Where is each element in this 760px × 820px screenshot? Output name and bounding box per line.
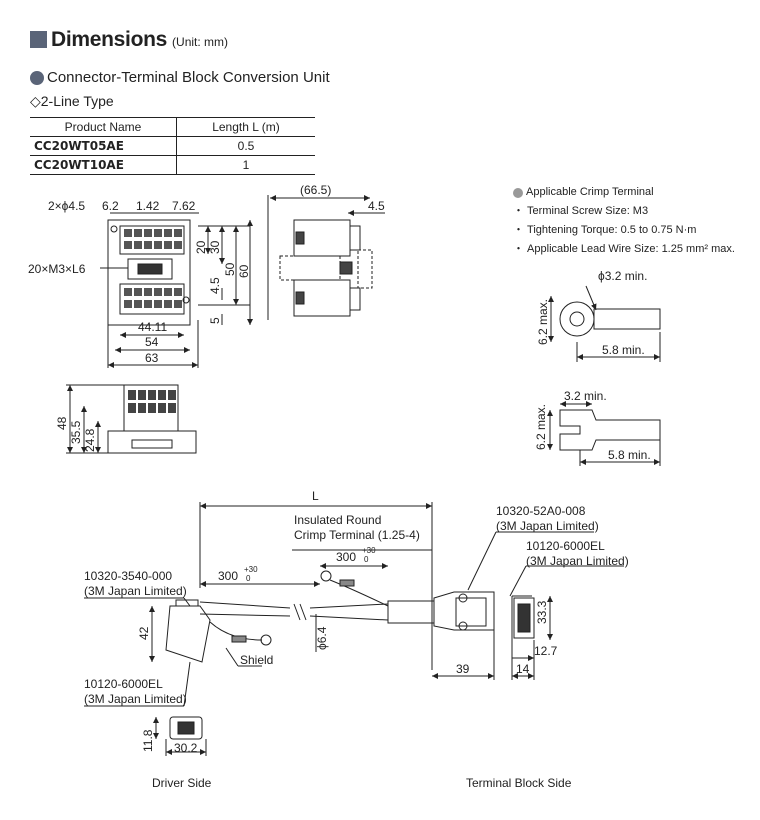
dim-48: 48 [55,416,69,430]
terminal-block-top-view [100,212,253,368]
conn4-part-number: 10120-6000EL [526,539,605,553]
product-table: Product Name Length L (m) CC20WT05AE 0.5… [30,117,315,175]
dim-142: 1.42 [136,199,160,213]
dim-58-fork: 5.8 min. [608,448,651,462]
dim-20: 20 [194,240,208,254]
dim-30: 30 [208,240,222,254]
conn3-part-number: 10320-52A0-008 [496,504,586,518]
dim-333: 33.3 [535,600,549,624]
heading-square-icon [30,31,47,48]
dim-300-right: 300 [336,550,356,564]
length-value: 1 [176,155,315,175]
crimp-note-item: ・ Tightening Torque: 0.5 to 0.75 N·m [513,224,697,236]
dim-62: 6.2 [102,199,119,213]
dim-60: 60 [237,264,251,278]
table-header: Length L (m) [176,117,315,137]
dim-phi32: ϕ3.2 min. [598,269,647,283]
cable-drawing [84,502,624,756]
crimp-note-item: ・ Applicable Lead Wire Size: 1.25 mm² ma… [513,243,735,255]
insulated-label-2: Crimp Terminal (1.25-4) [294,528,420,542]
dim-665: (66.5) [300,183,331,197]
fork-terminal-drawing [547,401,661,466]
table-row: CC20WT05AE 0.5 [30,136,315,156]
circle-bullet-icon [30,70,44,85]
dim-54: 54 [145,335,159,349]
dim-300-left: 300 [218,569,238,583]
dim-62max-fork: 6.2 max. [534,404,548,450]
tol-top-left: +30 [244,565,258,574]
dim-14: 14 [516,662,530,676]
section-title: Connector-Terminal Block Conversion Unit [47,69,330,86]
section-heading: Connector-Terminal Block Conversion Unit [30,69,330,86]
crimp-note-item: ・ Terminal Screw Size: M3 [513,205,649,217]
dim-4411: 44.11 [138,320,167,334]
dim-5: 5 [208,317,222,324]
dim-39: 39 [456,662,470,676]
crimp-notes-heading: Applicable Crimp Terminal [513,183,735,202]
heading-unit: (Unit: mm) [172,35,229,49]
tol-bot-left: 0 [246,574,251,583]
conn2-manufacturer: (3M Japan Limited) [84,692,187,706]
dim-45: 4.5 [208,277,222,294]
dim-2x-phi45: 2×ϕ4.5 [48,199,85,213]
dimensions-heading: Dimensions (Unit: mm) [30,28,228,52]
terminal-block-side-view [267,195,385,320]
conn1-manufacturer: (3M Japan Limited) [84,584,187,598]
terminal-block-front-view [66,384,197,454]
length-value: 0.5 [176,136,315,156]
grey-bullet-icon [513,187,523,198]
conn2-part-number: 10120-6000EL [84,677,163,691]
dim-118: 11.8 [141,729,155,752]
dim-50: 50 [223,262,237,276]
driver-side-caption: Driver Side [152,776,212,790]
insulated-label-1: Insulated Round [294,513,381,527]
dim-phi64: ϕ6.4 [315,626,329,650]
crimp-notes-title: Applicable Crimp Terminal [526,186,654,198]
ring-terminal-drawing [548,285,661,362]
dim-32min: 3.2 min. [564,389,607,403]
shield-label: Shield [240,653,273,667]
dim-42: 42 [137,626,151,640]
dim-248: 24.8 [83,428,97,452]
product-name: CC20WT05AE [30,136,177,156]
terminal-side-caption: Terminal Block Side [466,776,572,790]
dim-63: 63 [145,351,159,365]
conn4-manufacturer: (3M Japan Limited) [526,554,629,568]
table-row: CC20WT10AE 1 [30,155,315,175]
dim-58: 5.8 min. [602,343,645,357]
dim-45-side: 4.5 [368,199,385,213]
table-header-row: Product Name Length L (m) [30,117,315,137]
dim-355: 35.5 [69,420,83,444]
dim-127: 12.7 [534,644,558,658]
dim-20xm3: 20×M3×L6 [28,262,86,276]
crimp-terminal-notes: Applicable Crimp Terminal ・ Terminal Scr… [513,183,735,259]
dim-62max: 6.2 max. [536,299,550,345]
table-header: Product Name [30,117,177,137]
conn1-part-number: 10320-3540-000 [84,569,172,583]
heading-title: Dimensions [51,28,168,51]
dim-302: 30.2 [174,741,198,755]
dim-762: 7.62 [172,199,196,213]
tol-top-right: +30 [362,546,376,555]
dim-L: L [312,489,319,503]
product-name: CC20WT10AE [30,155,177,175]
tol-bot-right: 0 [364,555,369,564]
conn3-manufacturer: (3M Japan Limited) [496,519,599,533]
subsection-heading: ◇2-Line Type [30,93,114,109]
